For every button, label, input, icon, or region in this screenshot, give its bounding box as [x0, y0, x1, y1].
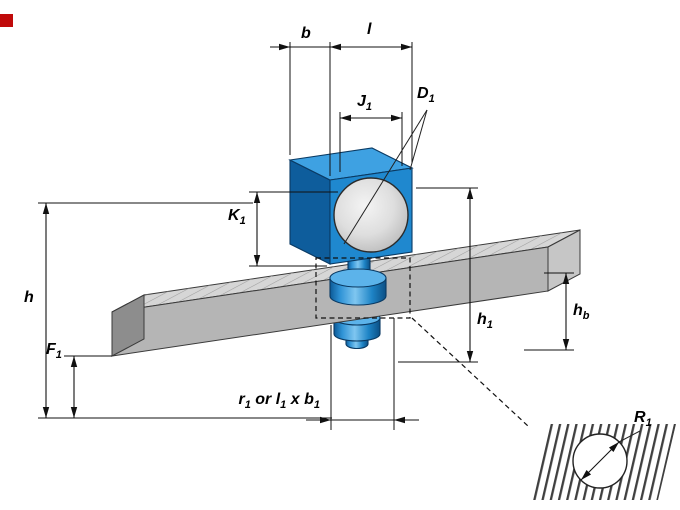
label-sub: 1 — [486, 319, 493, 332]
roller-cylinder-face — [333, 177, 409, 253]
dim-label-l: l — [367, 21, 372, 38]
label-text: l — [275, 391, 281, 408]
label-text: r — [238, 391, 245, 408]
label-text: h — [477, 311, 487, 328]
label-text: K — [228, 207, 240, 224]
dim-label-b: b — [301, 25, 311, 42]
dim-label-K1: K1 — [228, 207, 246, 228]
label-text: b — [304, 391, 314, 408]
dim-b-l — [270, 42, 413, 176]
dim-D1-leader — [343, 109, 428, 245]
label-sub: 1 — [428, 93, 435, 106]
dim-label-F1: F1 — [46, 341, 62, 362]
label-sub: 1 — [239, 215, 246, 228]
label-sub: 1 — [280, 399, 287, 412]
dim-label-R1: R1 — [634, 409, 652, 430]
roller-block — [288, 147, 414, 265]
label-text: J — [357, 93, 366, 110]
dim-label-r1-l1-b1: r1 or l1 x b1 — [182, 391, 320, 412]
label-text: x — [286, 391, 305, 408]
dim-r1-l1-b1 — [306, 318, 419, 430]
label-sub: 1 — [645, 417, 652, 430]
dim-J1 — [339, 112, 403, 172]
dim-h — [38, 202, 332, 419]
detail-leader-line — [411, 317, 529, 427]
dim-F1 — [64, 355, 112, 418]
stud-collar — [329, 268, 387, 306]
dim-label-h1: h1 — [477, 311, 493, 332]
beam-left-end-face — [111, 294, 145, 357]
label-sub: 1 — [365, 101, 373, 114]
dim-label-hb: hb — [573, 302, 590, 323]
dim-label-D1: D1 — [417, 85, 435, 106]
label-text: D — [417, 85, 429, 102]
label-sub: b — [582, 310, 590, 323]
label-sub: 1 — [55, 349, 62, 362]
beam-right-end-face — [547, 229, 581, 292]
detail-section — [528, 424, 676, 500]
red-corner-marker — [0, 14, 13, 27]
dim-h1 — [398, 187, 478, 363]
label-text: or — [250, 391, 276, 408]
label-text: F — [46, 341, 56, 358]
dim-K1 — [249, 191, 338, 267]
detail-callout-box — [315, 257, 411, 319]
label-text: R — [634, 409, 646, 426]
dim-label-h: h — [24, 289, 34, 306]
dim-hb — [524, 272, 574, 351]
label-sub: 1 — [313, 399, 320, 412]
dim-label-J1: J1 — [357, 93, 373, 114]
label-text: h — [573, 302, 583, 319]
label-sub: 1 — [244, 399, 251, 412]
